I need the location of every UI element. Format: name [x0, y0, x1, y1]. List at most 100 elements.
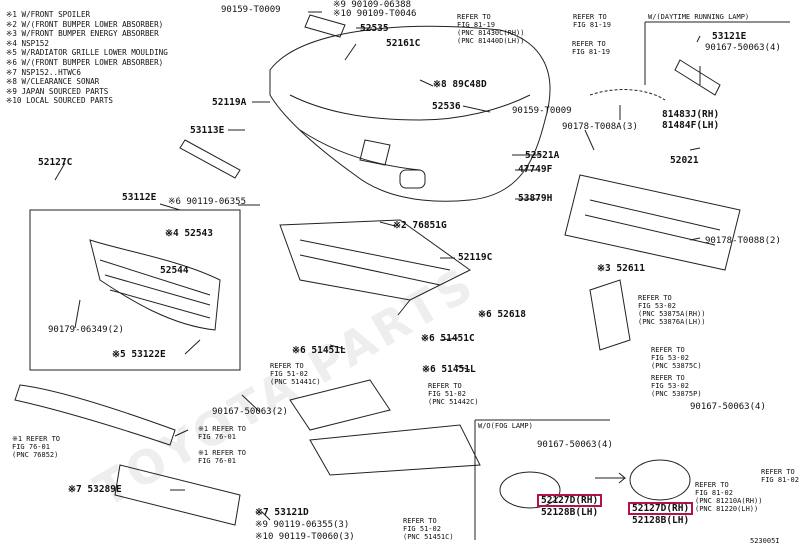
refer-line: (PNC 51451C): [403, 533, 454, 541]
part-number[interactable]: 90159-T0009: [512, 106, 572, 116]
refer-note[interactable]: REFER TO FIG 53-02 (PNC 53875A(RH)) (PNC…: [638, 294, 705, 326]
part-number[interactable]: ※6 52618: [478, 309, 526, 320]
part-number[interactable]: ※6 51451L: [292, 345, 346, 356]
spoiler-shape: [114, 464, 241, 526]
legend-item: ※6 W/(FRONT BUMPER LOWER ABSORBER): [6, 57, 164, 67]
legend-item: ※4 NSP152: [6, 38, 49, 48]
refer-line: (PNC 81220(LH)): [695, 505, 759, 513]
part-number[interactable]: ※6 90119-06355: [168, 197, 246, 207]
refer-line: FIG 81-02: [695, 489, 733, 497]
refer-line: FIG 81-19: [457, 21, 495, 29]
lower-plate-shape: [289, 379, 391, 431]
part-number[interactable]: 52128B(LH): [541, 507, 599, 518]
part-number[interactable]: ※4 52543: [165, 228, 213, 239]
part-number-highlight[interactable]: 52127D(RH): [537, 494, 603, 507]
refer-note[interactable]: REFER TO FIG 81-19: [573, 13, 611, 29]
refer-note[interactable]: REFER TO FIG 51-02 (PNC 51442C): [428, 382, 479, 406]
part-number[interactable]: 52544: [160, 265, 189, 276]
part-number-highlight[interactable]: 52127D(RH): [628, 502, 694, 515]
part-number[interactable]: ※10 90109-T0046: [333, 9, 417, 19]
part-number[interactable]: 52127C: [38, 157, 73, 168]
part-number[interactable]: ※9 90109-06388: [333, 0, 411, 10]
grille-bar-shape: [179, 139, 241, 179]
part-number[interactable]: 52128B(LH): [632, 515, 690, 526]
refer-line: (PNC 76852): [12, 451, 59, 459]
part-number[interactable]: ※7 53289E: [68, 484, 122, 495]
legend-item: ※7 NSP152..HTWC6: [6, 67, 81, 77]
refer-line: (PNC 81430C(RH)): [457, 29, 525, 37]
refer-line: (PNC 53875P): [651, 390, 702, 398]
refer-note[interactable]: REFER TO FIG 53-02 (PNC 53875C): [651, 346, 702, 370]
refer-line: FIG 76-01: [198, 457, 236, 465]
part-number[interactable]: 53121E: [712, 31, 747, 42]
part-number[interactable]: 90167-50063(4): [537, 440, 613, 450]
refer-note[interactable]: REFER TO FIG 51-02 (PNC 51441C): [270, 362, 321, 386]
refer-note[interactable]: REFER TO FIG 51-02 (PNC 51451C): [403, 517, 454, 541]
part-number[interactable]: ※6 51451C: [421, 333, 475, 344]
legend-item: ※3 W/FRONT BUMPER ENERGY ABSORBER: [6, 29, 159, 39]
part-number[interactable]: 90167-50063(4): [705, 43, 781, 53]
part-number[interactable]: 52536: [432, 101, 461, 112]
refer-line: (PNC 53875A(RH)): [638, 310, 706, 318]
fog-cover-left: [499, 471, 561, 509]
part-number[interactable]: ※9 90119-06355(3): [255, 520, 350, 530]
drl-section-label: W/(DAYTIME RUNNING LAMP): [648, 13, 750, 21]
refer-line: FIG 53-02: [638, 302, 676, 310]
refer-note[interactable]: REFER TO FIG 81-19 (PNC 81430C(RH)) (PNC…: [457, 13, 524, 45]
front-lip-shape: [14, 384, 176, 446]
bumper-cover-shape: [269, 25, 551, 202]
part-number[interactable]: 90167-50063(2): [212, 407, 288, 417]
lower-grille-shape: [89, 239, 221, 331]
legend-item: ※10 LOCAL SOURCED PARTS: [6, 96, 113, 106]
part-number[interactable]: 52119C: [458, 252, 493, 263]
part-number[interactable]: 81483J(RH): [662, 109, 720, 120]
part-number[interactable]: 52119A: [212, 97, 247, 108]
part-number[interactable]: 53112E: [122, 192, 157, 203]
lower-plate-2: [309, 424, 481, 476]
part-number[interactable]: 53879H: [518, 193, 553, 204]
part-number[interactable]: 90167-50063(4): [690, 402, 766, 412]
refer-note[interactable]: ※1 REFER TO FIG 76-01 (PNC 76852): [12, 435, 60, 459]
refer-line: REFER TO: [761, 468, 795, 476]
part-number[interactable]: 90179-06349(2): [48, 325, 124, 335]
part-number[interactable]: 53113E: [190, 125, 225, 136]
legend: ※1 W/FRONT SPOILER ※2 W/(FRONT BUMPER LO…: [6, 10, 168, 106]
refer-note[interactable]: REFER TO FIG 81-19: [572, 40, 610, 56]
refer-note[interactable]: REFER TO FIG 81-02: [761, 468, 799, 484]
refer-line: FIG 51-02: [270, 370, 308, 378]
part-number[interactable]: ※6 51451L: [422, 364, 476, 375]
part-number[interactable]: 90178-T008A(3): [562, 122, 638, 132]
illustration-code: 523005I: [750, 537, 780, 545]
part-number[interactable]: 52521A: [525, 150, 560, 161]
refer-line: REFER TO: [573, 13, 607, 21]
part-number[interactable]: 52535: [360, 23, 389, 34]
refer-line: FIG 76-01: [198, 433, 236, 441]
part-number[interactable]: 90159-T0009: [221, 5, 281, 15]
part-number[interactable]: ※2 76851G: [393, 220, 447, 231]
refer-note[interactable]: ※1 REFER TO FIG 76-01: [198, 425, 246, 441]
part-number[interactable]: 81484F(LH): [662, 120, 720, 131]
refer-note[interactable]: REFER TO FIG 53-02 (PNC 53875P): [651, 374, 702, 398]
refer-line: (PNC 53876A(LH)): [638, 318, 706, 326]
refer-line: FIG 51-02: [403, 525, 441, 533]
fog-cover-right: [629, 459, 691, 501]
legend-item: ※9 JAPAN SOURCED PARTS: [6, 86, 109, 96]
refer-note[interactable]: ※1 REFER TO FIG 76-01: [198, 449, 246, 465]
legend-item: ※8 W/CLEARANCE SONAR: [6, 77, 100, 87]
part-number[interactable]: 90178-T0088(2): [705, 236, 781, 246]
refer-line: FIG 81-02: [761, 476, 799, 484]
refer-note[interactable]: REFER TO FIG 81-02 (PNC 81210A(RH)) (PNC…: [695, 481, 762, 513]
part-number[interactable]: 47749F: [518, 164, 553, 175]
legend-item: ※2 W/(FRONT BUMPER LOWER ABSORBER): [6, 19, 164, 29]
part-number[interactable]: 52021: [670, 155, 699, 166]
part-number[interactable]: ※7 53121D: [255, 507, 309, 518]
part-number[interactable]: ※5 53122E: [112, 349, 166, 360]
part-number[interactable]: ※8 89C48D: [433, 79, 487, 90]
part-number[interactable]: ※10 90119-T0060(3): [255, 532, 355, 542]
refer-line: (PNC 81210A(RH)): [695, 497, 763, 505]
upper-rail-shape: [304, 14, 346, 38]
part-number[interactable]: ※3 52611: [597, 263, 645, 274]
part-number[interactable]: 52161C: [386, 38, 421, 49]
